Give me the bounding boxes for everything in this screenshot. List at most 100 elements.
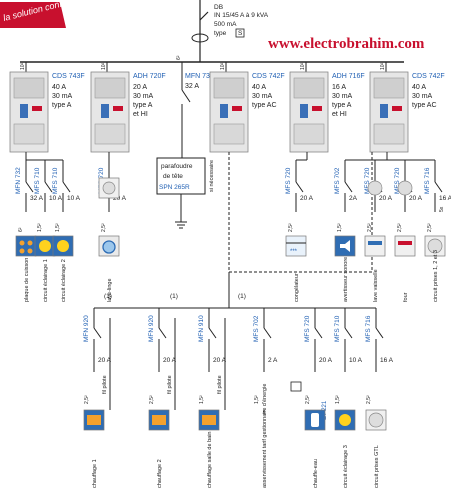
device-rating-label: 40 A [412,84,426,91]
cable-section-label: 2,5² [427,223,433,232]
device-sensitivity-label: 30 mA [252,93,273,100]
circuit-label: asservissement tarif gestionnaire d'éner… [262,384,268,488]
circuit-label: lave vaisselle [373,269,379,302]
cable-section-label: 2,5² [305,395,311,404]
device-ref-label: CDS 742F [252,73,285,80]
circuit-amps-label: 2A [349,195,358,202]
circuit-amps-label: 20 A [300,195,314,202]
circuit-mcb-label: MFS 720 [394,167,401,194]
switch-blade [375,327,384,339]
circuit-breaker [62,172,71,212]
cable-section-label: 2,5² [101,223,107,232]
circuit-breaker [25,172,34,212]
circuit-amps-label: 20 A [213,357,227,364]
cable-section-label: 2,5² [84,395,90,404]
rcd-window [213,77,245,99]
circuit-label: circuit prises 1, 2 et 3 [433,250,439,302]
rcd-terminals [293,123,325,145]
cable-section-label: 1,5² [254,395,260,404]
circuit-label: plaque de cuisson [24,258,30,302]
appliance-panel [398,241,412,245]
circuit-mcb-label: MFS 720 [304,315,311,342]
radiator-face [202,415,216,425]
note-marker: (1) [104,293,112,300]
circuit-breaker [434,172,443,212]
rcd-terminals [213,123,245,145]
device-rating-label: 32 A [185,83,199,90]
device-rating-label: 20 A [133,84,147,91]
radiator-face [87,415,101,425]
rcd-test-button [312,106,322,111]
circuit-label: chauffage salle de bain [207,432,213,488]
circuit-mcb-label: MFS 710 [34,167,41,194]
pilot-wire-label: fil pilote [167,375,173,394]
db-type-symbol: S [238,30,243,37]
circuit-mcb-label: MFN 920 [83,315,90,342]
switch-blade [295,181,304,193]
db-type: type [214,30,227,37]
circuit-amps-label: 16 A [380,357,394,364]
circuit-label: chauffage 2 [157,459,163,488]
circuit-mcb-label: MFS 720 [364,167,371,194]
circuit-amps-label: 10 A [67,195,81,202]
db-rating: IN 15/45 A à 9 kVA [214,12,269,19]
circuit-breaker [314,318,323,372]
rcd-toggle [20,104,28,118]
circuit-mcb-label: MFS 716 [424,167,431,194]
device-extra-label: et HI [332,111,347,118]
cable-section-label: 10² [20,62,26,70]
db-title: DB [214,4,223,11]
device-ref-label: ADH 716F [332,73,365,80]
contactor-coil [290,381,302,392]
switch-blade [25,181,34,193]
circuit-breaker [93,318,102,372]
circuit-amps-label: 32 A [30,195,44,202]
device-rating-label: 40 A [52,84,66,91]
circuit-label: four [403,292,409,302]
socket-outlet-icon [397,180,413,196]
circuit-mcb-label: MFS 710 [52,167,59,194]
rcd-test-button [392,106,402,111]
circuit-amps-label: 20 A [379,195,393,202]
cable-section-label: 10² [220,62,226,70]
rcd-window [94,77,126,99]
spd-note: si nécessaire [209,160,215,192]
spd-ref: SPN 265R [159,184,190,191]
socket-outlet-icon [367,180,383,196]
cable-section-label: 2,5² [149,395,155,404]
circuit-mcb-label: MFS 702 [334,167,341,194]
rcd-toggle [220,104,228,118]
circuit-mcb-label: MFS 716 [365,315,372,342]
circuit-count-label: 5x [439,206,445,212]
circuit-label: circuit éclairage 3 [343,445,349,488]
rcd-terminals [13,123,45,145]
device-sensitivity-label: 30 mA [133,93,154,100]
device-rating-label: 16 A [332,84,346,91]
circuit-mcb-label: MFS 720 [285,167,292,194]
switch-blade [344,327,353,339]
switch-blade [344,181,353,193]
rcd-toggle [380,104,388,118]
device-rating-label: 40 A [252,84,266,91]
socket-face [102,181,116,195]
rcd-terminals [373,123,405,145]
switch-blade [314,327,323,339]
